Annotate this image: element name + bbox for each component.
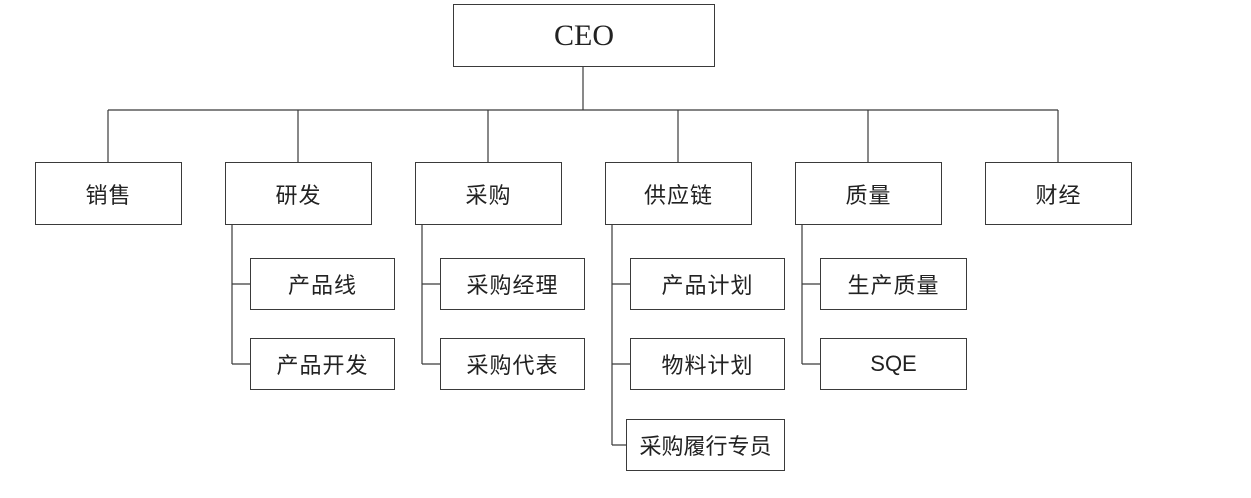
ceo-box: CEO [453,4,715,67]
dept-box-purchasing: 采购 [415,162,562,225]
dept-box-rnd: 研发 [225,162,372,225]
dept-box-supply-chain: 供应链 [605,162,752,225]
role-box-purchase-fulfillment-specialist: 采购履行专员 [626,419,785,471]
role-box-material-planning: 物料计划 [630,338,785,390]
role-box-product-line: 产品线 [250,258,395,310]
role-box-sqe: SQE [820,338,967,390]
role-box-product-development: 产品开发 [250,338,395,390]
dept-box-sales: 销售 [35,162,182,225]
role-box-purchasing-manager: 采购经理 [440,258,585,310]
role-box-production-quality: 生产质量 [820,258,967,310]
dept-box-quality: 质量 [795,162,942,225]
role-box-purchasing-representative: 采购代表 [440,338,585,390]
dept-box-finance: 财经 [985,162,1132,225]
role-box-product-planning: 产品计划 [630,258,785,310]
